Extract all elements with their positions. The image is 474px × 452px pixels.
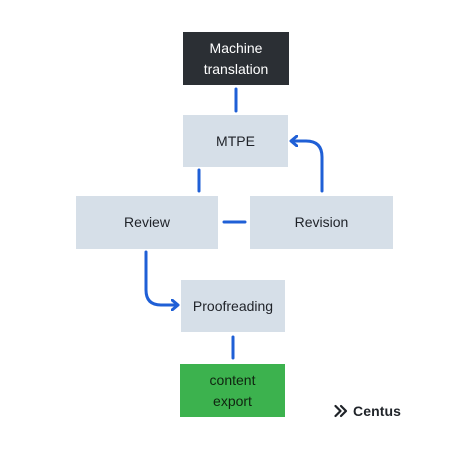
mtpe-label: MTPE — [216, 132, 255, 149]
revision-label: Revision — [294, 214, 349, 230]
mtpe-node: MTPE — [183, 115, 288, 167]
review-node: Review — [76, 196, 218, 249]
content-export-node: content export — [180, 364, 285, 417]
machine-translation-node: Machine translation — [183, 32, 289, 85]
machine-translation-label-line-1: Machine — [209, 39, 263, 56]
brand-logo: Centus — [334, 402, 401, 420]
review-label: Review — [124, 214, 170, 230]
proofreading-node: Proofreading — [181, 280, 285, 332]
revision-node: Revision — [250, 196, 393, 249]
proofreading-label: Proofreading — [192, 297, 274, 314]
arrow-revision-to-mtpe — [292, 141, 324, 193]
brand-name: Centus — [353, 403, 402, 419]
content-export-label-line-2: export — [213, 392, 252, 409]
machine-translation-label-line-2: translation — [203, 60, 269, 77]
double-chevron-right-icon — [334, 404, 348, 418]
arrow-review-to-proofreading — [144, 250, 177, 305]
content-export-label-line-1: content — [209, 371, 256, 388]
